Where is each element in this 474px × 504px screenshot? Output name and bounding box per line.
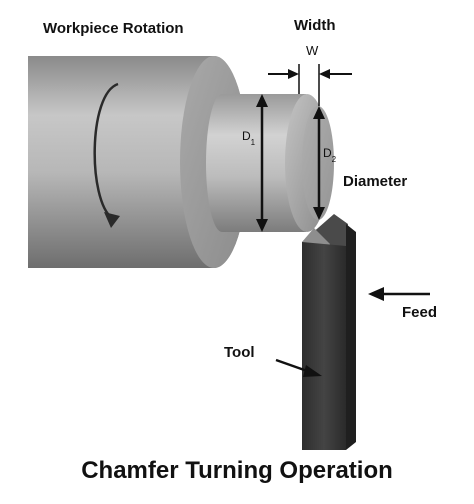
- cutting-tool: [302, 214, 356, 450]
- rotation-arrow: [93, 82, 120, 228]
- d1-dimension-arrow: [256, 94, 268, 232]
- feed-arrow: [368, 287, 430, 301]
- tool-leader-arrow: [275, 358, 322, 377]
- d2-subscript: 2: [332, 155, 337, 164]
- tool-label: Tool: [224, 344, 255, 361]
- d1-main: D: [242, 129, 251, 143]
- diameter-label: Diameter: [343, 173, 407, 190]
- feed-label: Feed: [402, 304, 437, 321]
- width-label: Width: [294, 17, 336, 34]
- d2-label: D2: [323, 146, 337, 164]
- d2-dimension-arrow: [313, 106, 325, 220]
- diagram-caption: Chamfer Turning Operation: [81, 457, 393, 484]
- rotation-label: Workpiece Rotation: [43, 20, 184, 37]
- width-dimension: [268, 64, 352, 106]
- d2-main: D: [323, 146, 332, 160]
- w-label: W: [306, 43, 319, 58]
- workpiece-turned-section: [206, 94, 334, 232]
- d1-subscript: 1: [251, 138, 256, 147]
- d1-label: D1: [242, 129, 256, 147]
